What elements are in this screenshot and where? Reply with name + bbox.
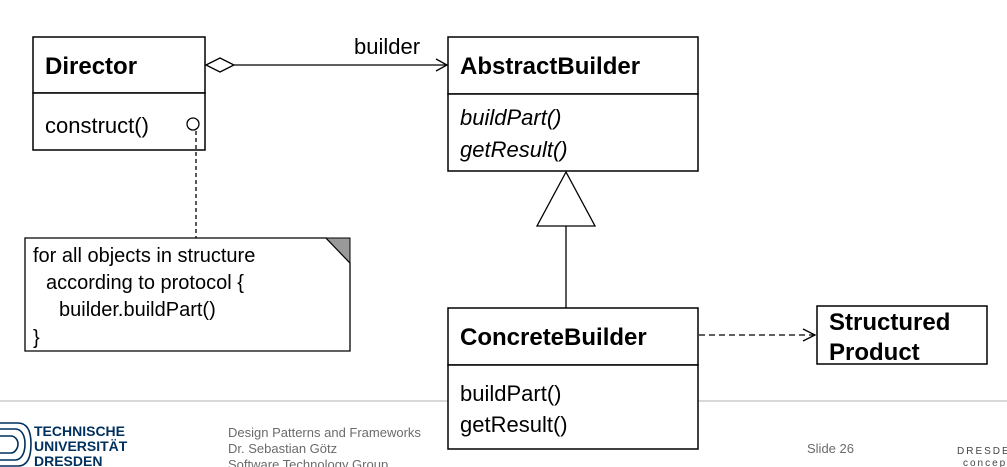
note-folded-corner bbox=[324, 237, 351, 265]
footer-lecturer: Dr. Sebastian Götz bbox=[228, 441, 337, 456]
abstract-builder-class: AbstractBuilder buildPart() getResult() bbox=[447, 36, 699, 172]
structured-product-name-line-1: Structured bbox=[829, 309, 950, 336]
footer-course-title: Design Patterns and Frameworks bbox=[228, 425, 421, 440]
tu-dresden-logo: TECHNISCHE UNIVERSITÄT DRESDEN bbox=[0, 422, 128, 467]
note-line-2: according to protocol { bbox=[46, 272, 244, 294]
university-name-line-1: TECHNISCHE bbox=[34, 423, 125, 439]
director-class-name: Director bbox=[45, 53, 137, 80]
concrete-builder-operations-compartment bbox=[447, 364, 699, 450]
dresden-concept-logo-top: DRESDEN bbox=[957, 446, 1007, 457]
director-class: Director construct() bbox=[32, 36, 206, 151]
structured-product-box bbox=[816, 305, 988, 365]
aggregation-diamond-icon bbox=[204, 57, 236, 73]
slide-number: Slide 26 bbox=[807, 441, 854, 456]
structured-product-name-line-2: Product bbox=[829, 339, 920, 366]
dependency-arrowhead-icon bbox=[802, 328, 817, 342]
builder-role-label: builder bbox=[354, 34, 420, 59]
abstract-builder-operations-compartment bbox=[447, 93, 699, 172]
builder-aggregation: builder bbox=[204, 34, 449, 73]
abstract-builder-name-compartment bbox=[447, 36, 699, 95]
university-name-line-3: DRESDEN bbox=[34, 453, 102, 467]
abstract-builder-operation-getresult: getResult() bbox=[460, 137, 568, 162]
note-line-1: for all objects in structure bbox=[33, 245, 255, 267]
concrete-builder-operation-buildpart: buildPart() bbox=[460, 381, 561, 406]
inheritance-triangle-icon bbox=[535, 170, 597, 227]
dresden-concept-logo-bottom: concept bbox=[963, 458, 1007, 467]
note-line-3: builder.buildPart() bbox=[59, 299, 216, 321]
footer-group: Software Technology Group bbox=[228, 457, 388, 467]
director-operation-construct: construct() bbox=[45, 113, 149, 138]
generalization bbox=[535, 170, 597, 308]
note-body bbox=[24, 237, 351, 352]
note-anchor-circle bbox=[186, 117, 200, 131]
tu-logo-emblem-icon bbox=[0, 422, 32, 467]
abstract-builder-operation-buildpart: buildPart() bbox=[460, 105, 561, 130]
concrete-builder-operation-getresult: getResult() bbox=[460, 412, 568, 437]
concrete-builder-class: ConcreteBuilder buildPart() getResult() bbox=[447, 307, 699, 450]
abstract-builder-class-name: AbstractBuilder bbox=[460, 53, 640, 80]
note-line-4: } bbox=[33, 327, 40, 349]
structured-product-class: Structured Product bbox=[816, 305, 988, 366]
association-arrowhead-icon bbox=[435, 58, 449, 72]
concrete-builder-class-name: ConcreteBuilder bbox=[460, 324, 647, 351]
creates-dependency bbox=[699, 328, 817, 342]
university-name-line-2: UNIVERSITÄT bbox=[34, 438, 128, 454]
concrete-builder-name-compartment bbox=[447, 307, 699, 366]
protocol-note: for all objects in structure according t… bbox=[24, 237, 351, 352]
director-operations-compartment bbox=[32, 92, 206, 151]
